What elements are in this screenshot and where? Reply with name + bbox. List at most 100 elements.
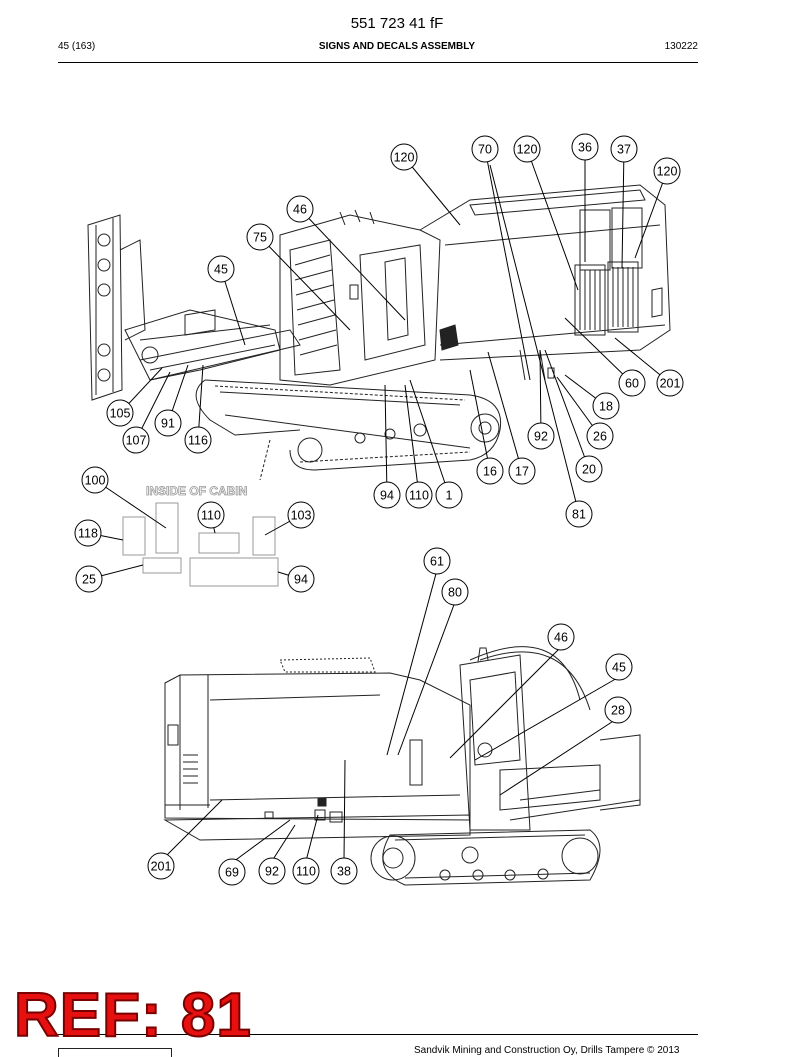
lower-callout-46: 46 (547, 623, 575, 651)
callout-circle (287, 565, 315, 593)
upper-callout-94: 94 (287, 565, 315, 593)
callout-label: 116 (188, 434, 208, 448)
callout-label: 120 (657, 165, 678, 179)
callout-label: 110 (201, 509, 221, 523)
upper-callout-110: 110 (197, 501, 225, 529)
upper-callout-70: 70 (471, 135, 499, 163)
callout-circle (405, 481, 433, 509)
callout-label: 1 (446, 489, 453, 503)
upper-callout-26: 26 (586, 422, 614, 450)
callout-label: 16 (483, 465, 497, 479)
upper-callout-107: 107 (122, 426, 150, 454)
callout-circle (571, 133, 599, 161)
lower-callout-61: 61 (423, 547, 451, 575)
upper-callout-100: 100 (81, 466, 109, 494)
upper-callout-103: 103 (287, 501, 315, 529)
upper-callout-1: 1 (435, 481, 463, 509)
callout-label: 46 (554, 631, 568, 645)
callout-label: 201 (660, 377, 681, 391)
callout-label: 120 (517, 143, 538, 157)
callout-circle (75, 565, 103, 593)
lower-callout-28: 28 (604, 696, 632, 724)
callout-label: 20 (582, 463, 596, 477)
callout-circle (197, 501, 225, 529)
callout-label: 25 (82, 573, 96, 587)
callout-label: 107 (126, 434, 147, 448)
callout-circle (330, 857, 358, 885)
callout-label: 103 (291, 509, 312, 523)
footer-rule (58, 1034, 698, 1035)
upper-callout-94: 94 (373, 481, 401, 509)
callout-label: 38 (337, 865, 351, 879)
callout-circle (184, 426, 212, 454)
callout-circle (373, 481, 401, 509)
callout-circle (565, 500, 593, 528)
upper-callout-120: 120 (513, 135, 541, 163)
callout-circle (441, 578, 469, 606)
upper-callout-118: 118 (74, 519, 102, 547)
callout-label: 46 (293, 203, 307, 217)
callout-circle (81, 466, 109, 494)
copyright-text: Sandvik Mining and Construction Oy, Dril… (414, 1045, 680, 1056)
callout-label: 36 (578, 141, 592, 155)
upper-callout-46: 46 (286, 195, 314, 223)
upper-callout-91: 91 (154, 409, 182, 437)
lower-callout-92: 92 (258, 857, 286, 885)
callout-circle (653, 157, 681, 185)
callout-label: 120 (394, 151, 415, 165)
callout-circle (508, 457, 536, 485)
callout-label: 100 (85, 474, 106, 488)
upper-callout-37: 37 (610, 135, 638, 163)
upper-callout-116: 116 (184, 426, 212, 454)
upper-callout-20: 20 (575, 455, 603, 483)
callout-circle (618, 369, 646, 397)
lower-callout-80: 80 (441, 578, 469, 606)
upper-callout-16: 16 (476, 457, 504, 485)
page-title: SIGNS AND DECALS ASSEMBLY (318, 41, 476, 52)
callout-label: 94 (294, 573, 308, 587)
callout-circle (435, 481, 463, 509)
page-number: 45 (163) (58, 41, 96, 52)
document-number: 551 723 41 fF (350, 15, 444, 32)
callout-label: 80 (448, 586, 462, 600)
callout-circle (610, 135, 638, 163)
callout-circle (106, 399, 134, 427)
ref-watermark: REF: 81 (13, 981, 252, 1050)
callout-circle (605, 653, 633, 681)
lower-callout-38: 38 (330, 857, 358, 885)
callout-circle (74, 519, 102, 547)
callout-circle (122, 426, 150, 454)
callout-label: 110 (296, 865, 316, 879)
callout-label: 94 (380, 489, 394, 503)
upper-callout-25: 25 (75, 565, 103, 593)
upper-callout-120: 120 (653, 157, 681, 185)
lower-callout-110: 110 (292, 857, 320, 885)
revision-date: 130222 (664, 41, 698, 52)
callout-circle (476, 457, 504, 485)
cabin-note: INSIDE OF CABIN (146, 484, 247, 498)
callout-circle (207, 255, 235, 283)
upper-callout-18: 18 (592, 392, 620, 420)
callout-label: 81 (572, 508, 586, 522)
upper-callout-36: 36 (571, 133, 599, 161)
callout-circle (390, 143, 418, 171)
callout-circle (592, 392, 620, 420)
lower-callout-45: 45 (605, 653, 633, 681)
callout-circle (513, 135, 541, 163)
callout-circle (547, 623, 575, 651)
upper-callout-120: 120 (390, 143, 418, 171)
upper-callout-110: 110 (405, 481, 433, 509)
callout-circle (154, 409, 182, 437)
callout-circle (258, 857, 286, 885)
callout-label: 91 (161, 417, 175, 431)
upper-callout-60: 60 (618, 369, 646, 397)
callout-label: 201 (151, 860, 172, 874)
upper-callout-81: 81 (565, 500, 593, 528)
upper-callout-17: 17 (508, 457, 536, 485)
callout-label: 118 (78, 527, 98, 541)
callout-label: 45 (214, 263, 228, 277)
callout-label: 75 (253, 231, 267, 245)
callout-circle (656, 369, 684, 397)
callout-label: 26 (593, 430, 607, 444)
